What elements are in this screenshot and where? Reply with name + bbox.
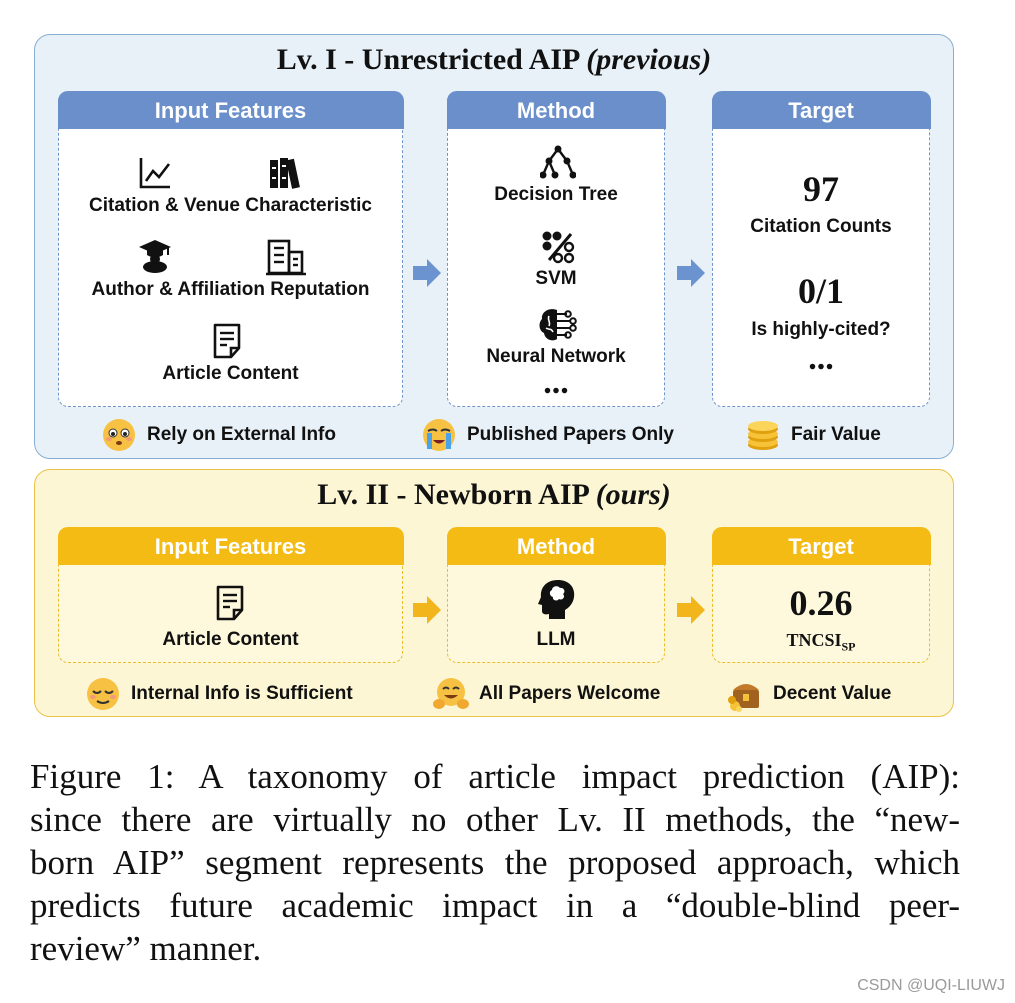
lv1-method-item-1: Decision Tree [494, 184, 618, 205]
lv2-footer-1: Internal Info is Sufficient [85, 676, 353, 712]
arrow-icon [413, 259, 441, 287]
lv2-target-header: Target [711, 526, 931, 565]
lv1-title-main: Lv. I - Unrestricted AIP [276, 43, 587, 76]
lv1-title-italic: (previous) [586, 43, 712, 76]
building-icon [266, 239, 306, 276]
lv1-target-box: Target 97 Citation Counts 0/1 Is highly-… [711, 90, 931, 407]
caption-line: born AIP” segment represents the propose… [30, 843, 960, 882]
lv2-title: Lv. II - Newborn AIP (ours) [35, 478, 953, 512]
lv1-input-header: Input Features [57, 90, 404, 129]
lv2-input-header: Input Features [57, 526, 404, 565]
lv1-method-box: Method Decision Tree SVM [446, 90, 666, 407]
figure-caption: Figure 1: A taxonomy of article impact p… [30, 755, 960, 970]
lv2-input-item: Article Content [162, 629, 299, 650]
lv2-target-label-main: TNCSI [786, 630, 842, 650]
lv1-method-item-3: Neural Network [486, 346, 626, 367]
lv1-footer-1: Rely on External Info [101, 417, 336, 453]
worried-face-icon [103, 419, 135, 451]
coin-stack-icon [748, 421, 778, 450]
ai-head-icon [538, 580, 575, 619]
caption-line: predicts future academic impact in a “do… [30, 886, 960, 925]
lv1-method-item-2: SVM [535, 268, 577, 289]
lv1-target-label-1: Citation Counts [750, 216, 892, 237]
graduate-icon [139, 240, 171, 273]
lv1-footer-2-label: Published Papers Only [467, 424, 674, 445]
lv1-target-label-2: Is highly-cited? [751, 319, 891, 340]
lv1-title: Lv. I - Unrestricted AIP (previous) [35, 43, 953, 77]
watermark: CSDN @UQI-LIUWJ [857, 977, 1005, 994]
lv2-method-header: Method [446, 526, 666, 565]
lv1-method-ellipsis: ... [543, 364, 569, 401]
lv2-target-box: Target 0.26 TNCSISP [711, 526, 931, 663]
treasure-chest-icon [728, 684, 759, 712]
lv1-panel: Lv. I - Unrestricted AIP (previous) Inpu… [34, 34, 954, 459]
books-icon [270, 158, 300, 189]
lv1-method-header: Method [446, 90, 666, 129]
lv2-target-value: 0.26 [789, 583, 853, 623]
caption-line: Figure 1: A taxonomy of article impact p… [30, 757, 960, 796]
lv2-panel: Lv. II - Newborn AIP (ours) Input Featur… [34, 469, 954, 717]
arrow-icon [677, 259, 705, 287]
caption-line: since there are virtually no other Lv. I… [30, 800, 960, 839]
lv1-input-item-2: Author & Affiliation Reputation [91, 279, 370, 300]
lv2-title-italic: (ours) [595, 478, 671, 511]
line-chart-icon [139, 158, 171, 189]
decision-tree-icon [540, 145, 576, 179]
lv2-input-box: Input Features Article Content [57, 526, 404, 663]
lv2-target-label: TNCSISP [713, 630, 929, 655]
lv1-input-box: Input Features Citation & Venue Characte… [57, 90, 404, 407]
lv1-target-header: Target [711, 90, 931, 129]
caption-line: review” manner. [30, 929, 262, 968]
arrow-icon [413, 596, 441, 624]
lv2-footer-3: Decent Value [727, 676, 891, 712]
lv1-target-value-2: 0/1 [797, 271, 844, 311]
lv1-footer-3: Fair Value [745, 417, 881, 453]
lv2-method-item: LLM [536, 629, 576, 650]
lv2-target-label-sub: SP [841, 639, 856, 654]
lv1-footer-3-label: Fair Value [791, 424, 881, 445]
document-icon [216, 585, 244, 621]
lv1-input-item-3: Article Content [162, 363, 299, 384]
neural-brain-icon [539, 309, 577, 341]
document-icon [213, 323, 241, 359]
lv2-method-box: Method LLM [446, 526, 666, 663]
crying-face-icon [423, 419, 455, 451]
hugging-face-icon [433, 678, 469, 709]
lv1-footer-1-label: Rely on External Info [147, 424, 336, 445]
lv1-input-item-1: Citation & Venue Characteristic [89, 195, 372, 216]
lv1-target-ellipsis: ... [808, 340, 834, 377]
lv1-footer-2: Published Papers Only [421, 417, 674, 453]
lv2-title-main: Lv. II - Newborn AIP [317, 478, 596, 511]
arrow-icon [677, 596, 705, 624]
relieved-face-icon [87, 678, 119, 710]
lv1-target-value-1: 97 [803, 169, 839, 209]
lv2-footer-2-label: All Papers Welcome [479, 683, 661, 704]
lv2-footer-3-label: Decent Value [773, 683, 892, 704]
svm-percent-icon [542, 231, 575, 264]
lv2-footer-2: All Papers Welcome [433, 676, 660, 712]
lv2-footer-1-label: Internal Info is Sufficient [131, 683, 353, 704]
